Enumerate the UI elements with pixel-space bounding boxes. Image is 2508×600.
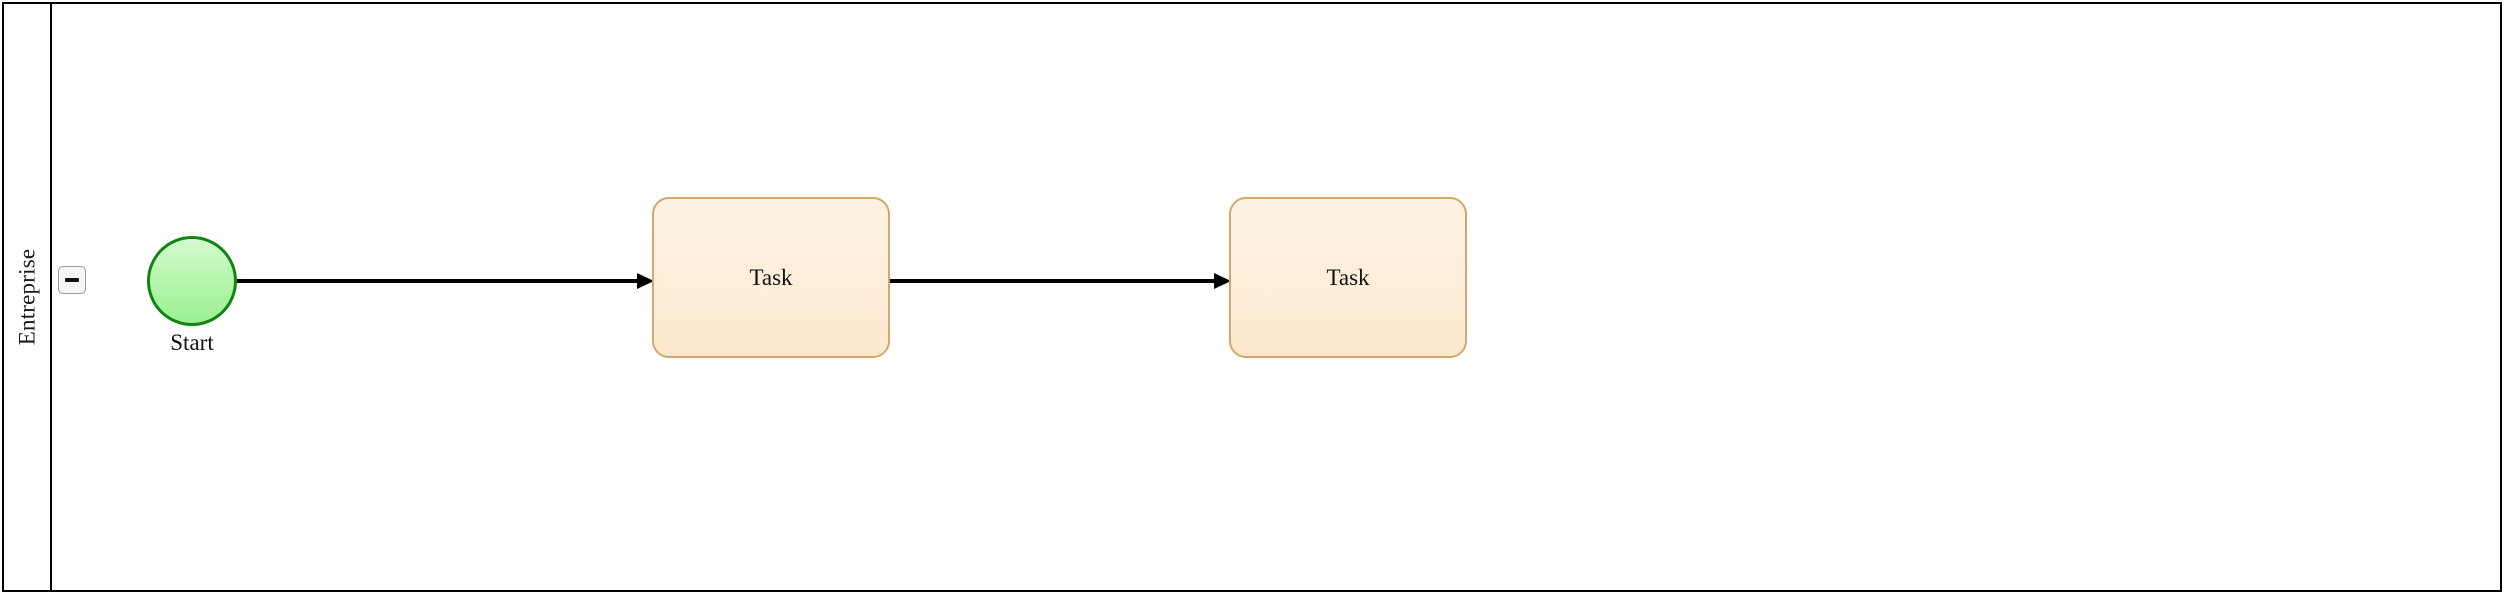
flow-line	[890, 279, 1216, 283]
arrowhead-icon	[637, 273, 654, 289]
pool-collapse-button[interactable]	[58, 266, 86, 294]
pool-name-label: Entreprise	[14, 248, 40, 346]
task-label: Task	[1326, 264, 1370, 290]
flow-line	[237, 279, 639, 283]
task-node-1[interactable]: Task	[652, 197, 890, 358]
start-event-label: Start	[170, 330, 214, 355]
task-node-2[interactable]: Task	[1229, 197, 1467, 358]
sequence-flow-start-to-task1[interactable]	[237, 270, 654, 292]
sequence-flow-task1-to-task2[interactable]	[890, 270, 1231, 292]
start-event-shape[interactable]	[147, 236, 237, 326]
arrowhead-icon	[1214, 273, 1231, 289]
minus-icon	[65, 278, 79, 282]
task-label: Task	[749, 264, 793, 290]
pool-header[interactable]: Entreprise	[4, 4, 52, 590]
